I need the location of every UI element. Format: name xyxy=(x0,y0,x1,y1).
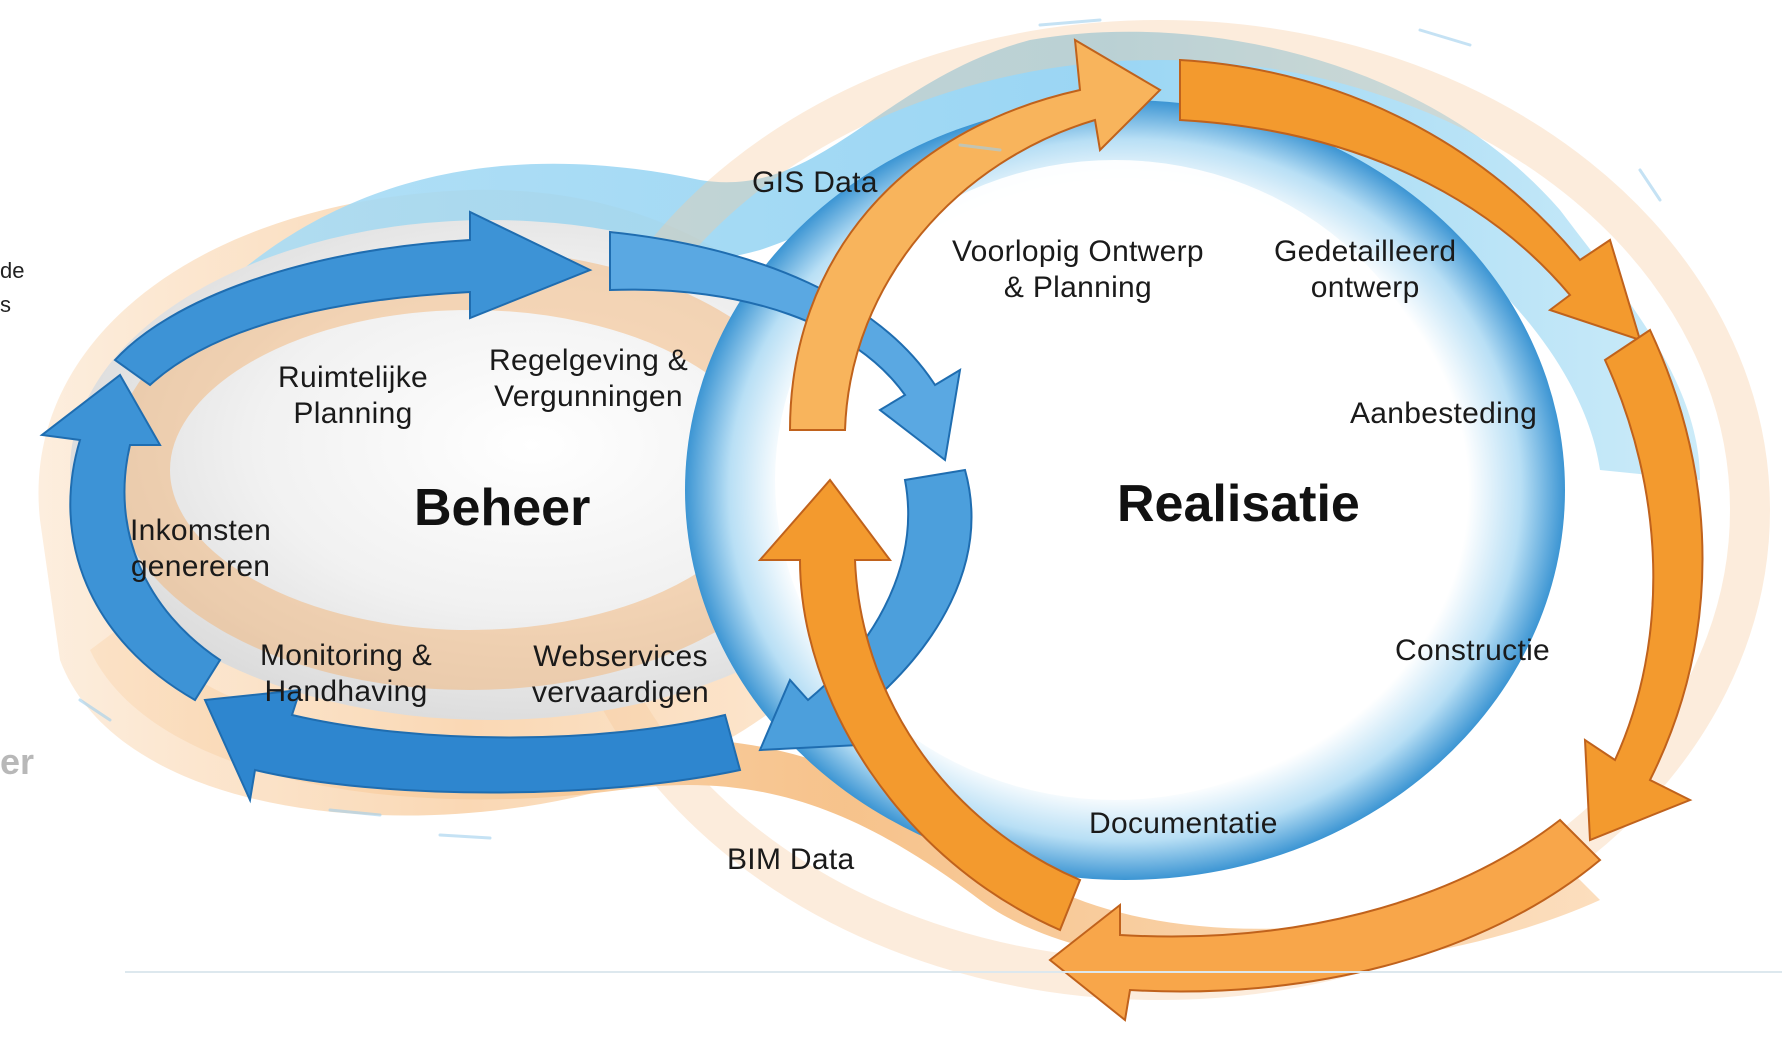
step-gedetailleerd-ontwerp: Gedetailleerd ontwerp xyxy=(1274,234,1456,306)
step-monitoring-handhaving: Monitoring & Handhaving xyxy=(260,638,432,710)
orange-arrow-top xyxy=(1179,58,1642,342)
blue-arrow-right-top xyxy=(609,230,962,462)
step-regelgeving-vergunningen: Regelgeving & Vergunningen xyxy=(489,343,688,415)
bim-data-label: BIM Data xyxy=(727,843,855,876)
beheer-title: Beheer xyxy=(414,479,591,537)
step-gedetailleerd-line1: Gedetailleerd xyxy=(1274,235,1457,268)
step-webservices-vervaardigen: Webservices vervaardigen xyxy=(532,639,709,711)
orange-arrow-upper-left xyxy=(788,38,1162,431)
orange-arrow-lower-left xyxy=(757,478,1082,932)
step-regelgeving-line1: Regelgeving & xyxy=(489,344,689,377)
motion-dashes xyxy=(78,18,1662,840)
step-voorlopig-line1: Voorlopig Ontwerp xyxy=(952,235,1204,268)
step-webservices-line1: Webservices xyxy=(533,640,708,673)
gis-data-label: GIS Data xyxy=(752,166,878,199)
beheer-arrows xyxy=(39,210,973,804)
step-inkomsten-line2: genereren xyxy=(130,550,271,583)
step-gedetailleerd-line2: ontwerp xyxy=(1310,271,1420,304)
realisatie-title: Realisatie xyxy=(1117,475,1360,533)
blue-arrow-top xyxy=(113,210,593,387)
step-inkomsten-genereren: Inkomsten genereren xyxy=(130,513,271,585)
step-ruimtelijke-line1: Ruimtelijke xyxy=(278,361,429,394)
step-constructie: Constructie xyxy=(1395,634,1551,667)
blue-arrow-right xyxy=(758,468,973,752)
footer-divider xyxy=(125,971,1782,973)
orange-arrow-right xyxy=(1583,328,1704,842)
step-ruimtelijke-planning: Ruimtelijke Planning xyxy=(278,360,428,432)
step-voorlopig-ontwerp: Voorlopig Ontwerp & Planning xyxy=(952,234,1204,306)
blue-arrow-bottom xyxy=(203,688,742,804)
step-documentatie: Documentatie xyxy=(1089,807,1278,840)
bim-data-ribbon xyxy=(90,620,1600,968)
step-webservices-line2: vervaardigen xyxy=(532,676,710,709)
step-inkomsten-line1: Inkomsten xyxy=(130,514,272,547)
realisatie-inner-white xyxy=(775,160,1455,800)
realisatie-arrows xyxy=(757,38,1704,1022)
step-ruimtelijke-line2: Planning xyxy=(293,397,413,430)
blue-arrow-left xyxy=(39,373,222,702)
step-regelgeving-line2: Vergunningen xyxy=(494,380,683,413)
step-aanbesteding: Aanbesteding xyxy=(1350,397,1538,430)
edge-fragment-er: er xyxy=(0,741,35,782)
edge-fragment-s: s xyxy=(0,292,11,317)
beheer-hub xyxy=(70,220,910,720)
edge-fragment-de: de xyxy=(0,258,25,283)
orange-arrow-bottom xyxy=(1048,818,1602,1022)
step-voorlopig-line2: & Planning xyxy=(1003,271,1153,304)
step-monitoring-line1: Monitoring & xyxy=(260,639,433,672)
step-monitoring-line2: Handhaving xyxy=(264,675,428,708)
